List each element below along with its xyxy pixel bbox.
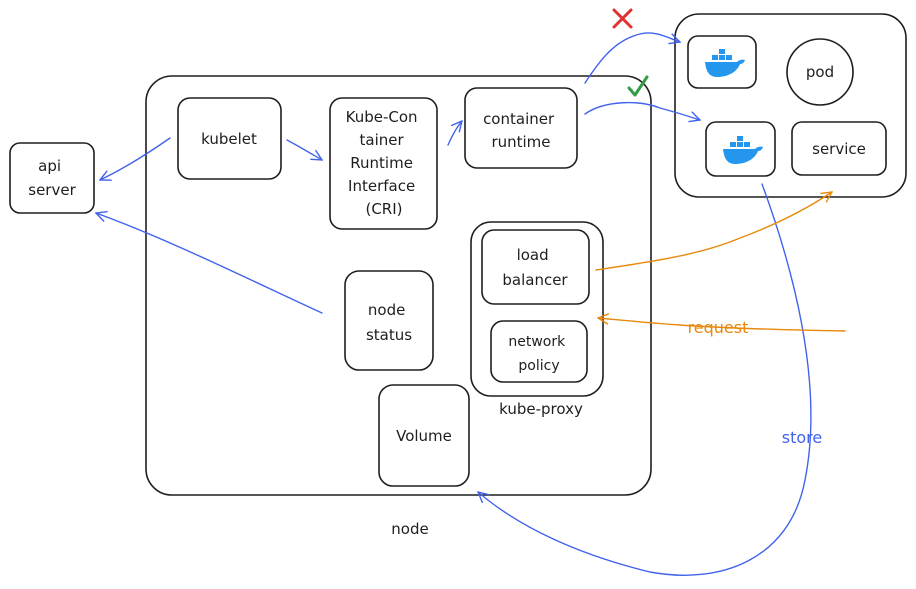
load-balancer-label-line1: load xyxy=(517,246,549,264)
kube-proxy-label: kube-proxy xyxy=(499,400,583,418)
node-status-box xyxy=(344,270,434,371)
volume-box xyxy=(378,384,470,487)
node-label: node xyxy=(391,520,428,538)
container-store-to-volume-arrow xyxy=(478,183,812,576)
cri-label-line4: Interface xyxy=(348,177,415,195)
kubelet-box xyxy=(177,97,282,180)
cri-label-line1: Kube-Con xyxy=(346,108,418,126)
load-balancer-label-line2: balancer xyxy=(502,271,568,289)
cross-icon xyxy=(612,8,633,29)
service-label: service xyxy=(812,140,866,158)
node-status-label-line1: node xyxy=(368,301,405,319)
network-policy-box xyxy=(490,320,588,383)
cri-label-line3: Runtime xyxy=(350,154,413,172)
cri-label-line2: tainer xyxy=(360,131,405,149)
api-server-box xyxy=(9,142,95,214)
cri-to-container-runtime-arrow xyxy=(447,121,462,146)
docker-whale-icon xyxy=(723,136,763,164)
store-label: store xyxy=(782,428,822,447)
pod-label: pod xyxy=(806,63,834,81)
load-balancer-to-service-arrow xyxy=(595,192,832,271)
kubelet-to-cri-arrow xyxy=(286,139,322,160)
api-server-label: api server xyxy=(28,157,76,199)
load-balancer-label: load balancer xyxy=(502,246,568,289)
node-status-to-api-server-arrow xyxy=(96,213,323,314)
cri-label: Kube-Con tainer Runtime Interface (CRI) xyxy=(346,108,423,218)
api-server-label-line2: server xyxy=(28,181,76,199)
check-icon xyxy=(627,75,649,97)
node-status-label-line2: status xyxy=(366,326,412,344)
container-runtime-label-line2: runtime xyxy=(491,133,550,151)
node-status-label: node status xyxy=(366,301,412,344)
kubelet-label: kubelet xyxy=(201,130,257,148)
network-policy-label-line1: network xyxy=(508,334,566,350)
container-runtime-box xyxy=(464,87,578,169)
network-policy-label: network policy xyxy=(508,334,569,374)
service-box xyxy=(791,121,887,176)
request-label: request xyxy=(688,318,749,337)
runtime-to-top-container-arrow xyxy=(584,32,680,84)
docker-whale-icon xyxy=(705,49,745,77)
request-to-kube-proxy-arrow xyxy=(598,318,846,332)
load-balancer-box xyxy=(481,229,590,305)
network-policy-label-line2: policy xyxy=(518,358,559,374)
kubelet-to-api-server-arrow xyxy=(100,137,171,180)
volume-label: Volume xyxy=(396,427,452,445)
cri-label-line5: (CRI) xyxy=(365,200,402,218)
container-runtime-label: container runtime xyxy=(483,110,559,151)
api-server-label-line1: api xyxy=(38,157,61,175)
cri-box xyxy=(329,97,438,230)
runtime-to-bottom-container-arrow xyxy=(584,101,700,120)
container-runtime-label-line1: container xyxy=(483,110,555,128)
pod-circle xyxy=(786,38,854,106)
